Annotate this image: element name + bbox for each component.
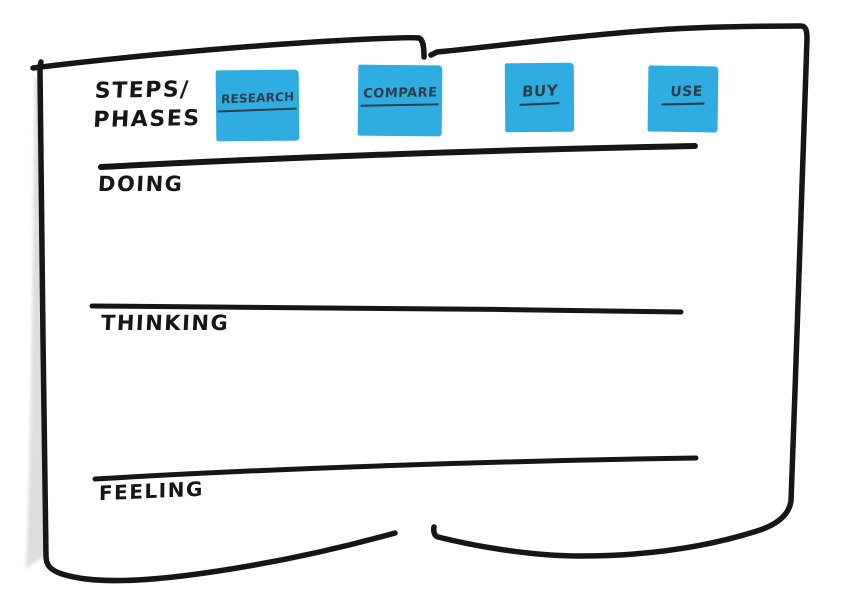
sticky-label-buy: BUY [518,80,560,106]
sticky-note-use: USE [647,65,719,133]
row-label-feeling: FEELING [98,476,205,506]
row-divider-thinking [89,303,684,315]
steps-phases-line1: STEPS/ [94,77,191,104]
frame-right-stroke [428,23,810,559]
steps-phases-line2: PHASES [92,106,202,133]
sticky-label-compare: COMPARE [360,85,440,107]
frame-top-left-stroke [30,34,427,71]
sticky-note-research: RESEARCH [215,69,300,142]
row-divider-doing [98,143,698,170]
sticky-label-research: RESEARCH [217,89,298,113]
row-label-thinking: THINKING [100,311,230,335]
row-label-doing: DOING [97,172,185,196]
row-divider-feeling [92,455,699,482]
steps-phases-label: STEPS/ PHASES [92,75,202,135]
sticky-note-buy: BUY [504,62,575,133]
sticky-note-compare: COMPARE [357,64,443,137]
frame-bottom-left-stroke [37,59,398,584]
sticky-label-use: USE [661,83,706,106]
